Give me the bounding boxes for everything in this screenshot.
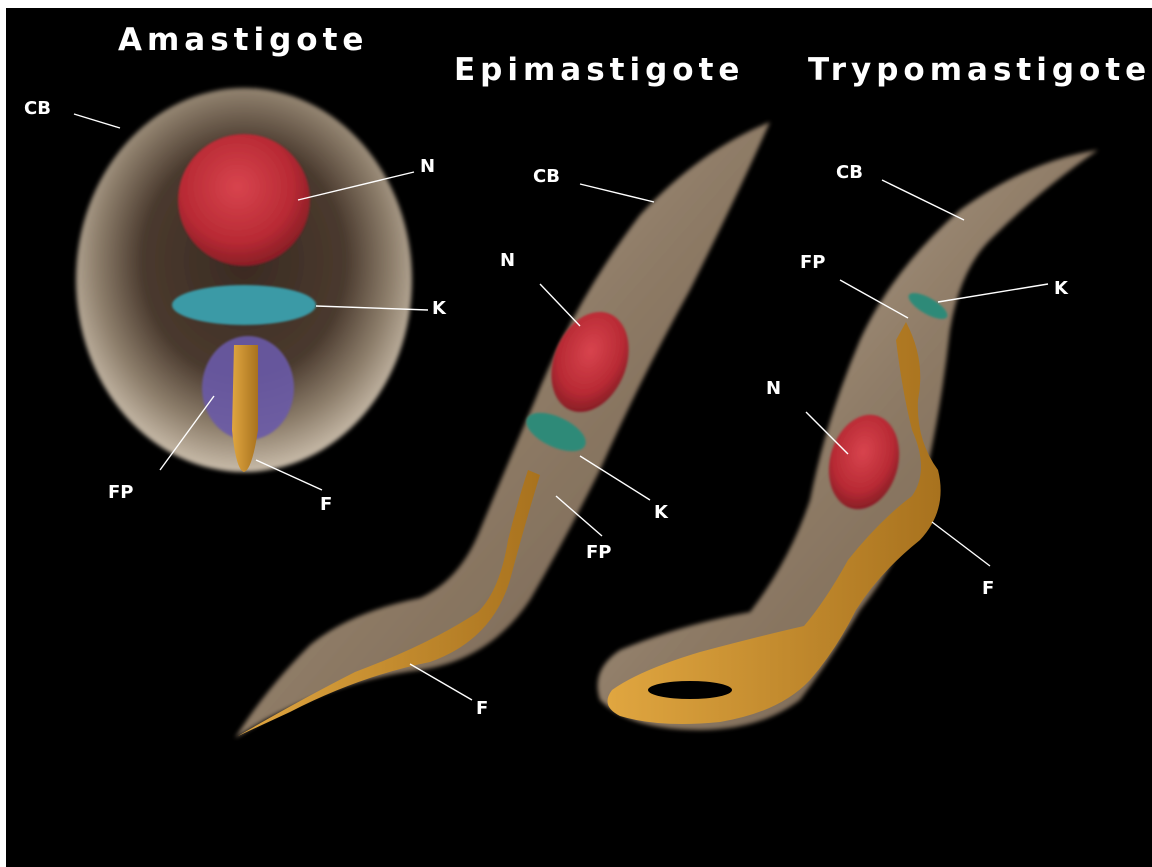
amastigote-kinetoplast [172, 285, 316, 325]
trypomastigote-label-f: F [982, 578, 994, 599]
epimastigote-title: Epimastigote [454, 52, 744, 88]
epimastigote-label-f: F [476, 698, 488, 719]
amastigote-nucleus [178, 134, 310, 266]
epimastigote-label-fp: FP [586, 542, 612, 563]
amastigote-figure [76, 88, 412, 472]
trypomastigote-label-cb: CB [836, 162, 863, 183]
amastigote-label-f: F [320, 494, 332, 515]
amastigote-label-n: N [420, 156, 435, 177]
trypomastigote-label-fp: FP [800, 252, 826, 273]
trypomastigote-label-k: K [1054, 278, 1069, 299]
amastigote-label-cb: CB [24, 98, 51, 119]
trypomastigote-label-n: N [766, 378, 781, 399]
amastigote-label-k: K [432, 298, 447, 319]
trypomastigote-flagellum-loop-hole [648, 681, 732, 699]
epimastigote-label-cb: CB [533, 166, 560, 187]
amastigote-label-fp: FP [108, 482, 134, 503]
trypomastigote-title: Trypomastigote [808, 52, 1151, 88]
epimastigote-label-k: K [654, 502, 669, 523]
amastigote-title: Amastigote [118, 22, 368, 58]
epimastigote-label-n: N [500, 250, 515, 271]
